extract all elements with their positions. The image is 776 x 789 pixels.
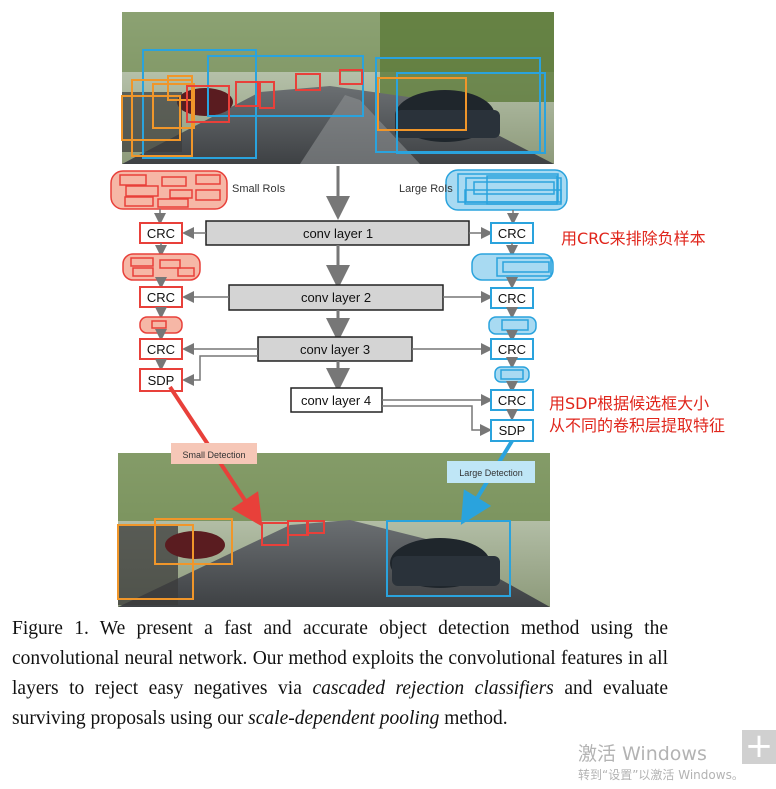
caption-text-1: Figure 1. We present a fast and accurate… (12, 618, 668, 699)
sdp-large (490, 419, 534, 442)
watermark-subtitle: 转到“设置”以激活 Windows。 (578, 768, 744, 782)
conv-layer-3 (257, 336, 413, 362)
watermark-title: 激活 Windows (578, 743, 707, 765)
crc-large-4-label: CRC (498, 393, 526, 408)
sdp-large-label: SDP (499, 423, 526, 438)
sdp-annotation-line1: 用SDP根据候选框大小 (549, 394, 710, 413)
architecture-diagram: Small RoIs Large RoIs conv layer 1 CRC C… (110, 12, 568, 607)
conv-layer-1-label: conv layer 1 (303, 226, 373, 241)
caption-text-3: method. (439, 708, 508, 729)
sdp-small-label: SDP (148, 373, 175, 388)
figure-caption: Figure 1. We present a fast and accurate… (12, 614, 668, 734)
crc-large-1-label: CRC (498, 226, 526, 241)
conv-layer-2 (228, 284, 444, 311)
conv-layer-4-label: conv layer 4 (301, 393, 371, 408)
conv-layer-3-label: conv layer 3 (300, 342, 370, 357)
conv-layer-2-label: conv layer 2 (301, 290, 371, 305)
small-rois-blob (110, 170, 228, 210)
small-detection-label: Small Detection (182, 450, 245, 460)
plus-icon[interactable]: + (742, 729, 776, 764)
bottom-detection-boxes (117, 518, 511, 600)
crc-small-1-label: CRC (147, 226, 175, 241)
small-rois-blob-3 (139, 316, 183, 334)
small-detection-box (171, 443, 257, 464)
crc-small-2-label: CRC (147, 290, 175, 305)
large-rois-blob-3 (488, 316, 537, 335)
large-detection-label: Large Detection (459, 468, 523, 478)
large-rois-blob-4 (494, 366, 530, 383)
caption-text-2: and evaluate surviving proposals using o… (12, 678, 668, 729)
top-roi-boxes (121, 49, 546, 159)
large-rois-blob-2 (471, 253, 554, 281)
large-rois-blob (445, 169, 568, 211)
conv-layer-4 (290, 387, 383, 413)
crc-small-3-label: CRC (147, 342, 175, 357)
sdp-small (139, 368, 183, 392)
small-rois-blob-2 (122, 253, 201, 281)
crc-annotation: 用CRC来排除负样本 (561, 229, 706, 248)
crc-large-3-label: CRC (498, 342, 526, 357)
large-detection-box (447, 461, 535, 483)
caption-italic-1: cascaded rejection classifiers (312, 678, 554, 699)
large-rois-label: Large RoIs (399, 183, 453, 195)
crc-large-2-label: CRC (498, 291, 526, 306)
sdp-annotation-line2: 从不同的卷积层提取特征 (549, 416, 726, 435)
caption-italic-2: scale-dependent pooling (248, 708, 440, 729)
small-rois-label: Small RoIs (232, 183, 286, 195)
